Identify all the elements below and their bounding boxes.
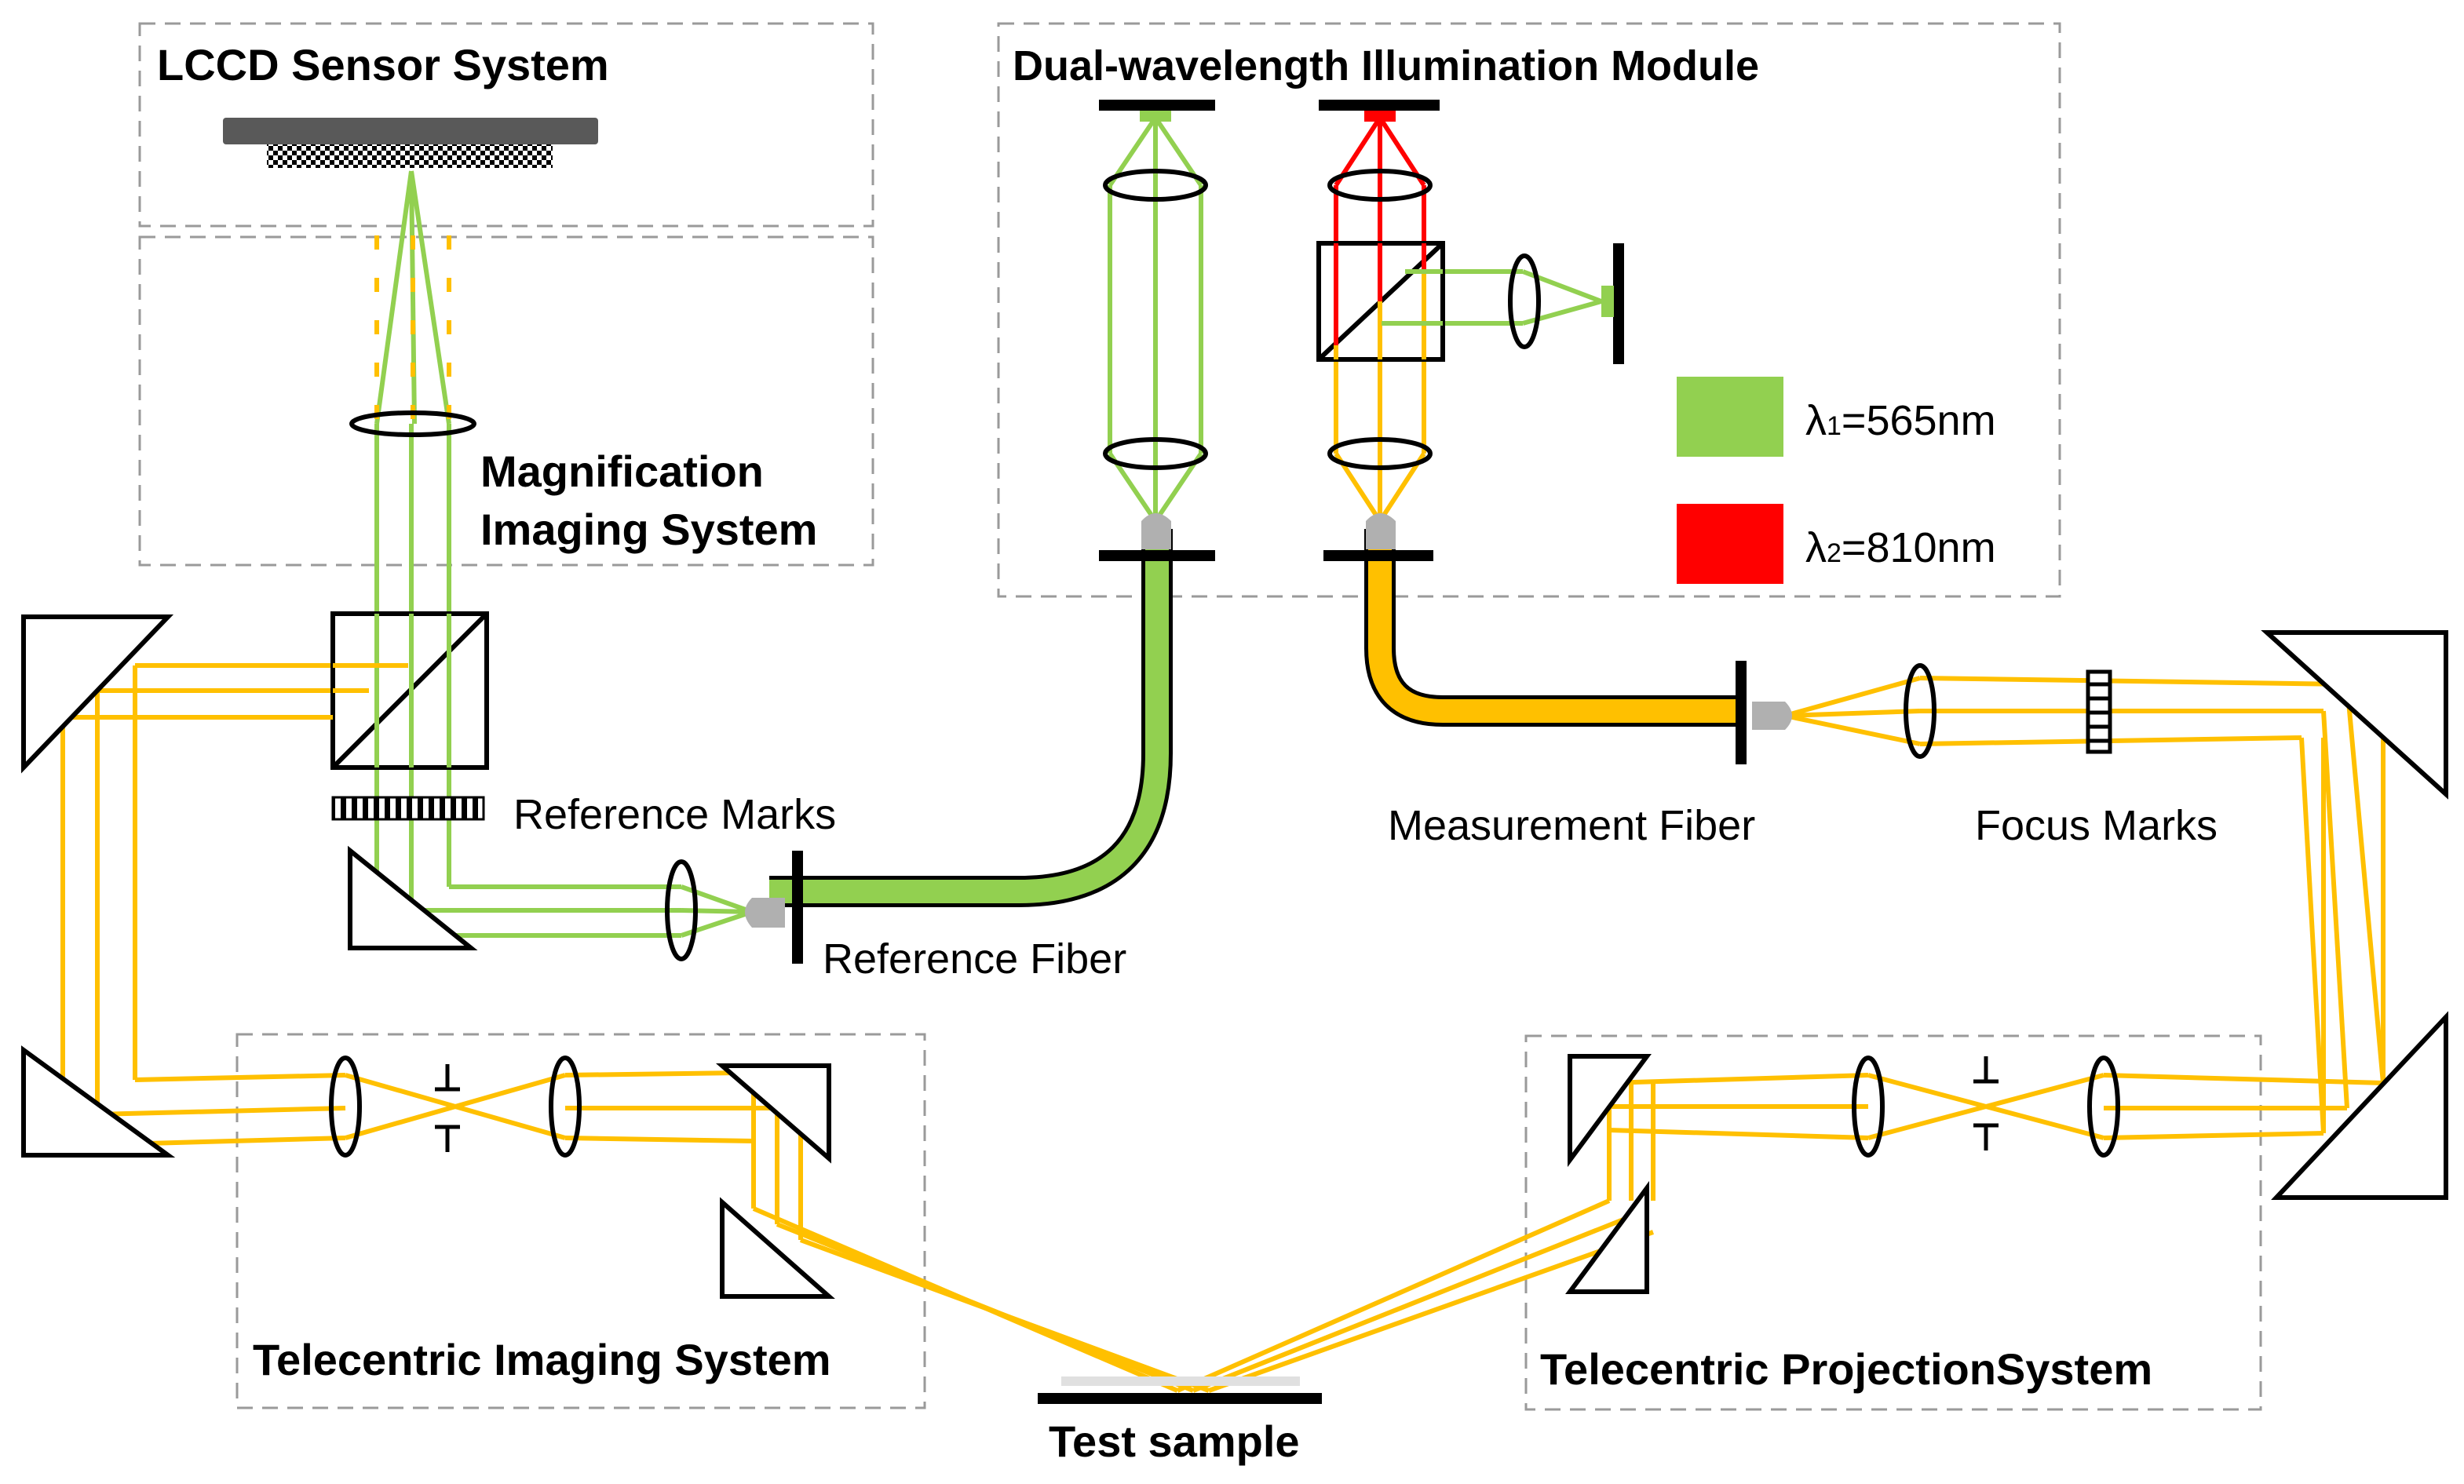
measurement-fiber-label: Measurement Fiber xyxy=(1388,802,1755,849)
magnification-title-line2: Imaging System xyxy=(480,505,817,554)
lccd-sensor-bar xyxy=(223,118,598,144)
legend-swatch-red xyxy=(1677,504,1783,584)
illum-red-bottom-lens-icon xyxy=(1327,437,1433,470)
measurement-fiber xyxy=(1364,529,1739,727)
illum-red-top-lens-icon xyxy=(1327,169,1433,202)
magnification-title-line1: Magnification xyxy=(480,447,764,496)
legend-entry-2: λ2=810nm xyxy=(1805,524,1996,571)
illumination-module-box xyxy=(997,22,2061,598)
reference-marks-label: Reference Marks xyxy=(513,791,836,838)
lenses xyxy=(329,169,2120,1158)
magnification-lens-icon xyxy=(349,410,476,437)
telecentric-projection-title: Telecentric ProjectionSystem xyxy=(1540,1344,2152,1394)
focus-marks-label: Focus Marks xyxy=(1975,802,2218,849)
projection-lens-left-icon xyxy=(1852,1056,1885,1158)
illum-green-bottom-lens-icon xyxy=(1103,437,1208,470)
magnification-imaging-box xyxy=(138,235,874,567)
aperture-stop-icon xyxy=(435,1056,1999,1152)
test-sample-label: Test sample xyxy=(1049,1417,1300,1466)
fiber-connector-icon xyxy=(745,513,1792,928)
reference-fiber xyxy=(769,529,1173,907)
lccd-sensor-title: LCCD Sensor System xyxy=(157,40,609,89)
illum-green-top-lens-icon xyxy=(1103,169,1208,202)
legend-entry-1: λ1=565nm xyxy=(1805,397,1996,444)
imaging-lens-left-icon xyxy=(329,1056,362,1158)
color-filter-marks xyxy=(1061,111,1614,1386)
imaging-lens-right-icon xyxy=(549,1056,582,1158)
right-angle-prism-icon xyxy=(21,614,2448,1299)
lccd-sensor-box xyxy=(138,22,874,228)
reference-fiber-label: Reference Fiber xyxy=(823,935,1126,983)
combined-beam-overlay xyxy=(374,235,451,424)
lccd-sensor-grid xyxy=(267,144,553,168)
illum-side-lens-icon xyxy=(1508,253,1541,349)
illumination-module-title: Dual-wavelength Illumination Module xyxy=(1013,42,1759,89)
focus-lens-icon xyxy=(1904,663,1937,759)
legend-swatch-green xyxy=(1677,377,1783,457)
reference-marks-grating-icon xyxy=(331,796,485,821)
reference-lens-icon xyxy=(665,859,698,961)
telecentric-imaging-box xyxy=(235,1033,926,1409)
focus-marks-grating-icon xyxy=(2086,669,2112,754)
projection-lens-right-icon xyxy=(2087,1056,2120,1158)
telecentric-imaging-title: Telecentric Imaging System xyxy=(253,1335,831,1384)
mount-bars xyxy=(792,100,1747,1404)
telecentric-projection-box xyxy=(1524,1034,2262,1411)
